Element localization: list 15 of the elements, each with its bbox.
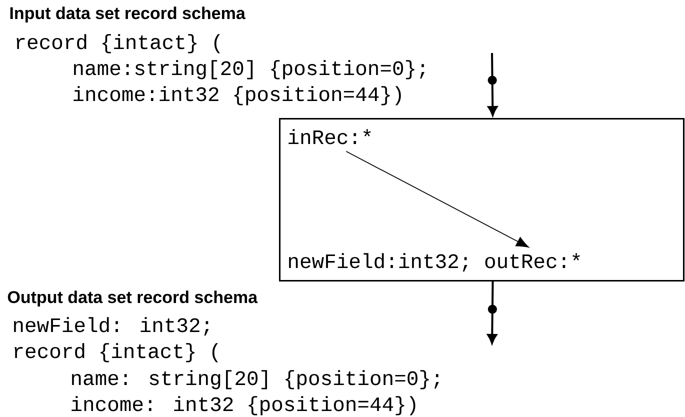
schema-line: name:string[20] {position=0}; — [74, 60, 424, 80]
flow-arrow — [487, 281, 498, 344]
arrow — [346, 150, 529, 248]
schema-line: income:int32 {position=44}) — [74, 86, 401, 106]
schema-line: newField: int32; — [14, 317, 209, 336]
heading: Output data set record schema — [8, 290, 258, 307]
field-text: newField:int32; outRec:* — [289, 253, 580, 272]
schema-line: name: string[20] {position=0}; — [72, 370, 439, 390]
operator-box — [279, 118, 684, 282]
schema-line: record {intact} ( — [16, 34, 220, 54]
heading: Input data set record schema — [10, 6, 246, 23]
field-text: inRec:* — [288, 129, 371, 144]
schema-line: income: int32 {position=44}) — [72, 396, 416, 416]
schema-line: record {intact} ( — [14, 343, 218, 362]
flow-arrow — [488, 52, 498, 116]
